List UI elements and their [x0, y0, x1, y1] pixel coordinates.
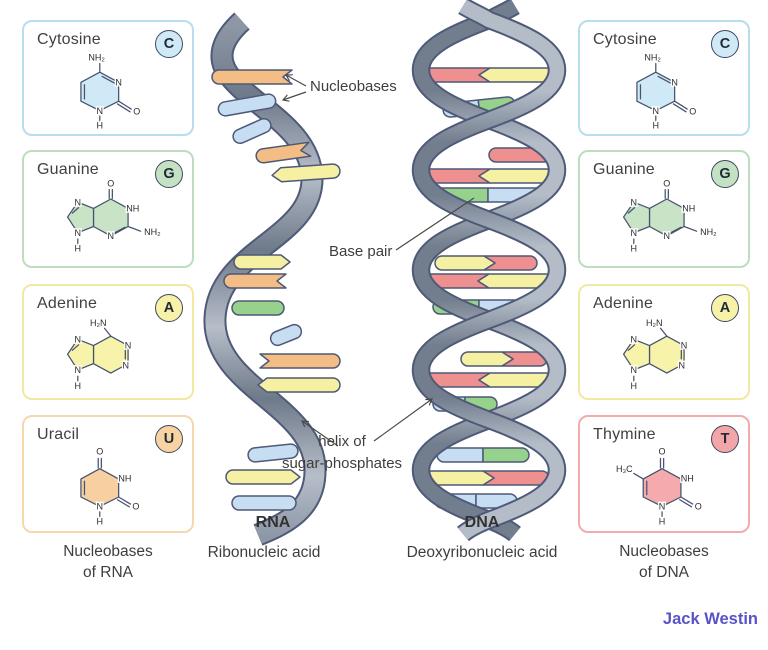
rna-base	[225, 469, 301, 485]
dna-strand-a	[413, 0, 565, 540]
caption-nucleobases-dna: Nucleobases of DNA	[619, 543, 709, 581]
dna-strand-b	[413, 0, 565, 540]
rna-helix-illustration	[203, 12, 341, 546]
base-pair-label: Base pair	[329, 243, 393, 260]
thymine-badge: T	[711, 425, 739, 453]
brand: Jack Westin	[662, 610, 758, 628]
cytosine-badge: C	[155, 30, 183, 58]
rna-base	[247, 443, 299, 463]
dna-base-pair	[422, 168, 554, 184]
cytosine-structure	[635, 50, 698, 133]
guanine-structure	[622, 177, 719, 256]
rna-full-name: Ribonucleic acid	[207, 544, 321, 561]
dna-abbr-label: DNA	[464, 514, 500, 531]
card-guanine-rna: Guanine G	[22, 150, 194, 268]
dna-base-pair	[422, 372, 554, 388]
card-guanine-dna: Guanine G	[578, 150, 750, 268]
guanine-badge: G	[155, 160, 183, 188]
adenine-structure	[66, 316, 133, 393]
guanine-structure	[66, 177, 163, 256]
rna-base	[259, 353, 341, 369]
uracil-structure	[79, 445, 141, 528]
helix-of-sugar-phosphates-label: helix of sugar-phosphates	[281, 433, 403, 472]
rna-base	[257, 377, 341, 393]
card-adenine-dna: Adenine A	[578, 284, 750, 400]
card-title: Cytosine	[593, 31, 657, 48]
dna-base-pair	[420, 273, 554, 289]
dna-base-pair	[436, 447, 530, 463]
cytosine-badge: C	[711, 30, 739, 58]
rna-abbr-label: RNA	[255, 514, 291, 531]
card-title: Adenine	[37, 295, 98, 312]
rna-base	[223, 273, 287, 289]
uracil-badge: U	[155, 425, 183, 453]
card-title: Guanine	[37, 161, 99, 178]
guanine-badge: G	[711, 160, 739, 188]
rna-base	[231, 495, 297, 511]
card-title: Uracil	[37, 426, 80, 443]
card-title: Thymine	[593, 426, 656, 443]
dna-base-pair	[460, 351, 548, 367]
card-adenine-rna: Adenine A	[22, 284, 194, 400]
caption-nucleobases-rna: Nucleobases of RNA	[63, 543, 153, 581]
rna-base	[255, 141, 312, 164]
adenine-badge: A	[711, 294, 739, 322]
card-cytosine-rna: Cytosine C	[22, 20, 194, 136]
card-title: Adenine	[593, 295, 654, 312]
rna-base	[271, 163, 341, 183]
rna-base	[232, 117, 272, 145]
cytosine-structure	[79, 50, 142, 133]
card-title: Cytosine	[37, 31, 101, 48]
card-uracil-rna: Uracil U	[22, 415, 194, 533]
adenine-badge: A	[155, 294, 183, 322]
card-title: Guanine	[593, 161, 655, 178]
thymine-structure	[614, 445, 704, 528]
rna-base	[233, 254, 291, 270]
dna-base-pair	[420, 470, 550, 486]
dna-helix-illustration	[411, 0, 567, 542]
adenine-structure	[622, 316, 689, 393]
dna-base-pair	[434, 255, 538, 271]
card-thymine-dna: Thymine T	[578, 415, 750, 533]
dna-full-name: Deoxyribonucleic acid	[406, 544, 558, 561]
rna-base	[269, 323, 303, 347]
dna-base-pair	[422, 67, 554, 83]
rna-base	[211, 69, 293, 85]
rna-nucleobases	[211, 69, 341, 511]
rna-base	[217, 93, 277, 117]
nucleobases-label: Nucleobases	[310, 78, 397, 95]
rna-base	[231, 300, 285, 316]
card-cytosine-dna: Cytosine C	[578, 20, 750, 136]
